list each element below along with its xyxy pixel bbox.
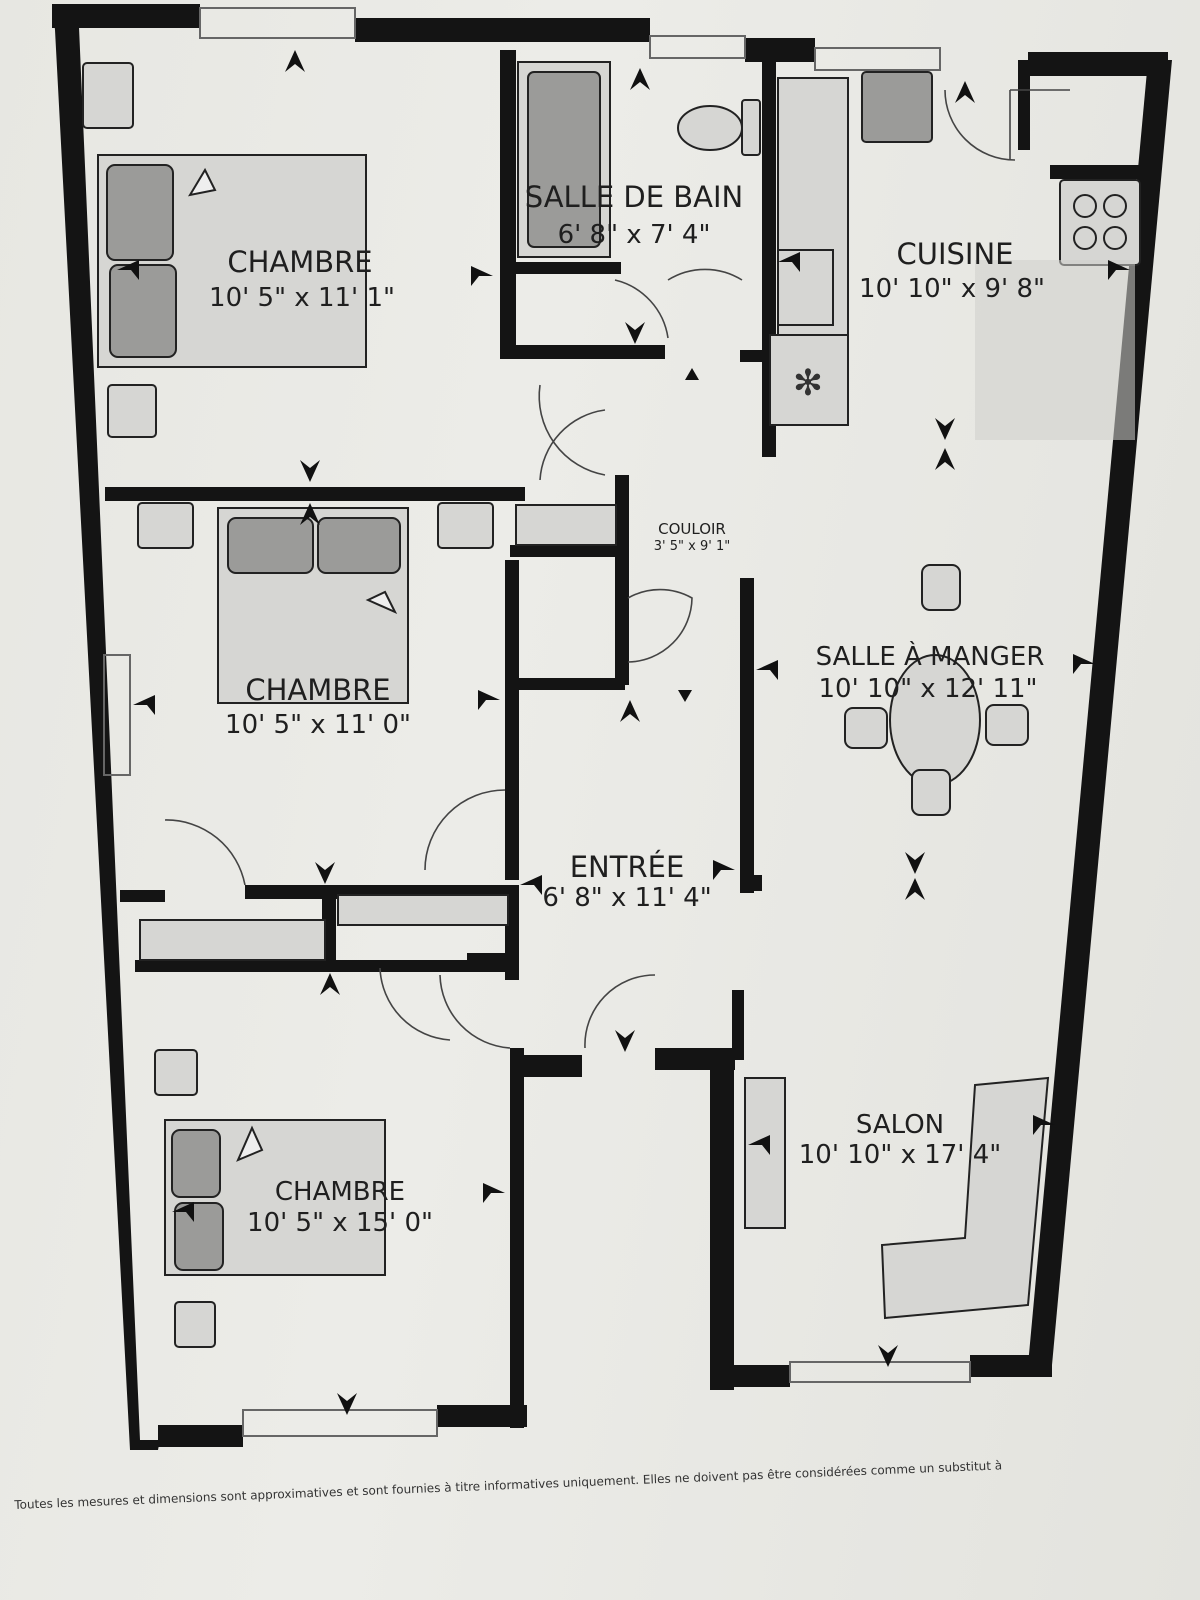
room-label-kitchen: CUISINE 10' 10" x 9' 8"	[859, 237, 1045, 304]
room-dimensions: 10' 10" x 17' 4"	[799, 1140, 1001, 1170]
dimension-arrows	[117, 50, 1130, 1415]
room-dimensions: 10' 10" x 12' 11"	[819, 674, 1038, 704]
room-name: SALON	[856, 1110, 944, 1140]
room-name: SALLE DE BAIN	[525, 180, 744, 214]
living-room-furniture	[744, 1076, 1050, 1320]
dining-table-set	[844, 564, 1029, 816]
windows	[103, 7, 971, 1437]
room-dimensions: 10' 5" x 11' 1"	[209, 283, 395, 313]
kitchen-fixtures: ✻	[769, 71, 1141, 440]
svg-text:✻: ✻	[793, 363, 823, 404]
room-label-bedroom-2: CHAMBRE 10' 5" x 11' 0"	[225, 673, 411, 740]
bedroom-1-furniture	[82, 62, 367, 438]
room-name: SALLE À MANGER	[816, 640, 1045, 672]
room-label-dining: SALLE À MANGER 10' 10" x 12' 11"	[816, 640, 1045, 704]
room-label-bathroom: SALLE DE BAIN 6' 8" x 7' 4"	[525, 180, 744, 250]
room-dimensions: 10' 5" x 11' 0"	[225, 710, 411, 740]
room-label-bedroom-3: CHAMBRE 10' 5" x 15' 0"	[247, 1177, 433, 1238]
room-dimensions: 6' 8" x 11' 4"	[542, 883, 711, 913]
room-dimensions: 10' 10" x 9' 8"	[859, 274, 1045, 304]
room-dimensions: 10' 5" x 15' 0"	[247, 1208, 433, 1238]
room-label-entrance: ENTRÉE 6' 8" x 11' 4"	[542, 850, 711, 913]
room-name: ENTRÉE	[570, 850, 685, 884]
bedroom-2-furniture	[137, 502, 494, 704]
room-label-hallway: COULOIR 3' 5" x 9' 1"	[654, 520, 730, 554]
room-name: CHAMBRE	[275, 1177, 405, 1207]
room-name: CUISINE	[896, 237, 1013, 271]
room-name: CHAMBRE	[227, 245, 372, 279]
room-name: CHAMBRE	[245, 673, 390, 707]
room-label-living: SALON 10' 10" x 17' 4"	[799, 1110, 1001, 1170]
bedroom-3-furniture	[154, 1049, 386, 1348]
room-dimensions: 6' 8" x 7' 4"	[558, 220, 711, 250]
room-name: COULOIR	[658, 520, 726, 538]
bathroom-fixtures	[517, 61, 761, 258]
closets	[139, 504, 617, 961]
room-label-bedroom-1: CHAMBRE 10' 5" x 11' 1"	[209, 245, 395, 313]
room-dimensions: 3' 5" x 9' 1"	[654, 539, 730, 554]
door-swings	[164, 89, 1070, 1049]
